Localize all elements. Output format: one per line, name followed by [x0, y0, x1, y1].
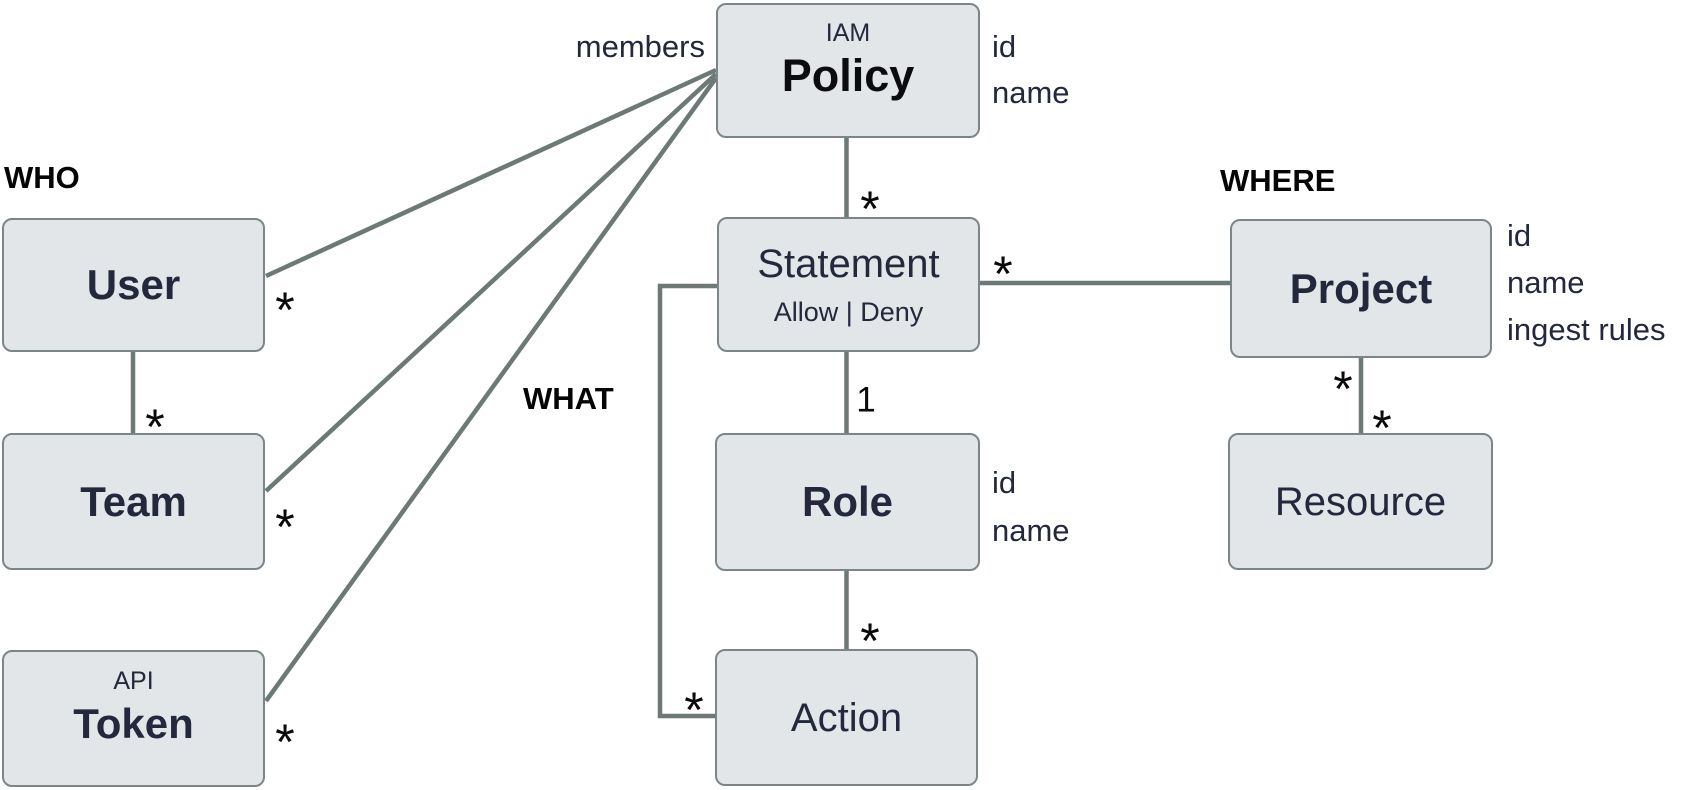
section-label-who: WHO [4, 160, 80, 195]
entity-team: Team [2, 433, 265, 570]
entity-token: API Token [2, 650, 265, 787]
section-label-where: WHERE [1220, 163, 1336, 198]
multiplicity-project-resource-upper: * [1333, 361, 1353, 417]
multiplicity-token-policy: * [275, 714, 295, 770]
edge-team-policy [264, 72, 718, 493]
project-attribute: name [1507, 265, 1585, 300]
entity-statement-title: Statement [757, 242, 940, 286]
section-label-what: WHAT [523, 381, 614, 416]
project-attributes: id name ingest rules [1507, 212, 1666, 353]
entity-project: Project [1230, 219, 1492, 358]
entity-policy-pretitle: IAM [825, 19, 871, 47]
entity-action: Action [715, 649, 978, 786]
entity-role: Role [715, 433, 980, 571]
edge-token-policy [264, 76, 718, 703]
entity-action-title: Action [790, 695, 903, 740]
edge-user-policy [265, 67, 717, 279]
edge-statement-action [657, 283, 717, 719]
role-attributes: id name [992, 459, 1070, 555]
multiplicity-user-policy: * [275, 282, 295, 338]
multiplicity-team-policy: * [275, 499, 295, 555]
entity-policy: IAM Policy [716, 3, 980, 138]
multiplicity-statement-action: * [684, 682, 704, 738]
members-edge-label: members [575, 29, 705, 64]
multiplicity-role-action: * [860, 613, 880, 669]
entity-role-title: Role [801, 478, 893, 525]
role-attribute: name [992, 513, 1070, 548]
entity-resource-title: Resource [1274, 479, 1447, 524]
project-attribute: id [1507, 218, 1532, 253]
role-attribute: id [992, 465, 1017, 500]
project-attribute: ingest rules [1507, 312, 1666, 347]
entity-user: User [2, 218, 265, 352]
entity-statement: Statement Allow | Deny [717, 217, 980, 352]
multiplicity-policy-statement: * [860, 181, 880, 237]
entity-user-title: User [86, 261, 181, 308]
multiplicity-user-team: * [145, 399, 165, 455]
multiplicity-project-resource-lower: * [1372, 400, 1392, 456]
policy-attribute: name [992, 75, 1070, 110]
policy-attribute: id [992, 29, 1017, 64]
entity-team-title: Team [80, 477, 187, 525]
entity-token-pretitle: API [113, 667, 154, 695]
multiplicity-statement-project: * [993, 246, 1013, 302]
entity-resource: Resource [1228, 433, 1493, 570]
entity-token-title: Token [73, 700, 194, 747]
policy-attributes: id name [992, 24, 1070, 116]
entity-statement-subtitle: Allow | Deny [773, 297, 924, 327]
multiplicity-statement-role: 1 [856, 380, 876, 420]
entity-policy-title: Policy [781, 50, 915, 101]
entity-project-title: Project [1289, 264, 1433, 312]
